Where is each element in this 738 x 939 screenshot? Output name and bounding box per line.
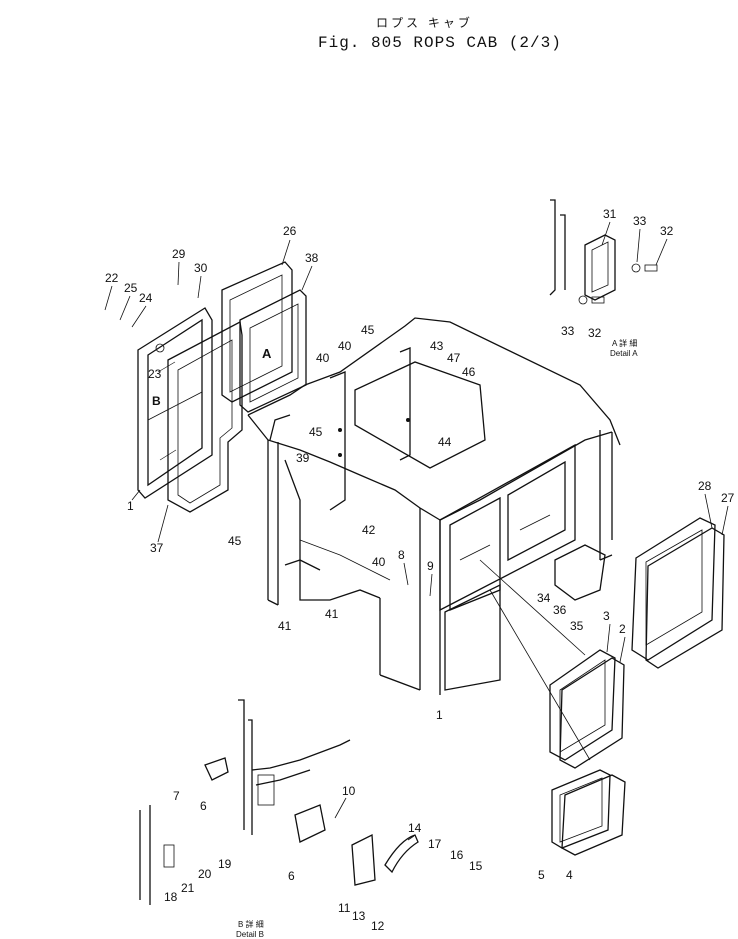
callout-39: 39 (296, 451, 310, 465)
callout-27: 27 (721, 491, 735, 505)
detail-a-label-jp: A 詳 細 (612, 338, 637, 348)
callout-40: 40 (316, 351, 330, 365)
callout-15: 15 (469, 859, 483, 873)
callout-33: 33 (633, 214, 647, 228)
callout-40: 40 (372, 555, 386, 569)
callout-45: 45 (309, 425, 323, 439)
bracket-34 (554, 544, 606, 601)
callout-35: 35 (570, 619, 584, 633)
callout-26: 26 (283, 224, 297, 238)
callout-10: 10 (342, 784, 356, 798)
bracket-43 (399, 347, 411, 461)
callout-33: 33 (561, 324, 575, 338)
callout-1: 1 (436, 708, 443, 722)
callout-13: 13 (352, 909, 366, 923)
callout-18: 18 (164, 890, 178, 904)
callout-34: 34 (537, 591, 551, 605)
bracket-40 (329, 371, 346, 511)
callout-29: 29 (172, 247, 186, 261)
callout-32: 32 (588, 326, 602, 340)
callout-19: 19 (218, 857, 232, 871)
figure-title: Fig. 805 ROPS CAB (2/3) (318, 34, 562, 52)
front-window-26 (221, 261, 293, 403)
callout-24: 24 (139, 291, 153, 305)
window-seal-4 (561, 774, 626, 856)
window-glass-5 (551, 769, 611, 849)
detail-b-label-en: Detail B (236, 930, 264, 939)
callout-6: 6 (200, 799, 207, 813)
callout-22: 22 (105, 271, 119, 285)
callout-numbers: 1 1 2 3 4 5 6 6 7 8 9 10 11 12 13 14 15 … (105, 207, 735, 933)
title-japanese: ロプス キャブ (376, 16, 473, 30)
callout-25: 25 (124, 281, 138, 295)
callout-17: 17 (428, 837, 442, 851)
callout-42: 42 (362, 523, 376, 537)
callout-30: 30 (194, 261, 208, 275)
door-seal-37 (167, 320, 243, 513)
callout-7: 7 (173, 789, 180, 803)
callout-40: 40 (338, 339, 352, 353)
detail-b-assembly (139, 699, 419, 905)
callout-3: 3 (603, 609, 610, 623)
callout-8: 8 (398, 548, 405, 562)
callout-31: 31 (603, 207, 617, 221)
callout-41: 41 (325, 607, 339, 621)
callout-46: 46 (462, 365, 476, 379)
callout-9: 9 (427, 559, 434, 573)
callout-leaders (104, 221, 729, 841)
callout-28: 28 (698, 479, 712, 493)
callout-45: 45 (361, 323, 375, 337)
door-panel-left (137, 307, 213, 499)
callout-41: 41 (278, 619, 292, 633)
callout-4: 4 (566, 868, 573, 882)
callout-44: 44 (438, 435, 452, 449)
detail-b-label-jp: B 詳 細 (238, 919, 264, 929)
detail-a-assembly (549, 199, 658, 305)
window-seal-2 (559, 657, 625, 769)
callout-12: 12 (371, 919, 385, 933)
callout-23: 23 (148, 367, 162, 381)
window-glass-3 (549, 649, 616, 761)
callout-38: 38 (305, 251, 319, 265)
callout-20: 20 (198, 867, 212, 881)
callout-45: 45 (228, 534, 242, 548)
callout-21: 21 (181, 881, 195, 895)
window-frame-38 (239, 289, 307, 413)
callout-37: 37 (150, 541, 164, 555)
callout-2: 2 (619, 622, 626, 636)
callout-1: 1 (127, 499, 134, 513)
callout-11: 11 (338, 901, 351, 915)
callout-32: 32 (660, 224, 674, 238)
callout-16: 16 (450, 848, 464, 862)
cab-body (247, 317, 621, 695)
callout-47: 47 (447, 351, 461, 365)
view-marker-a: A (262, 346, 272, 361)
callout-14: 14 (408, 821, 422, 835)
side-window-28 (631, 517, 716, 661)
callout-43: 43 (430, 339, 444, 353)
view-marker-b: B (152, 394, 161, 408)
callout-6: 6 (288, 869, 295, 883)
callout-5: 5 (538, 868, 545, 882)
callout-36: 36 (553, 603, 567, 617)
detail-a-label-en: Detail A (610, 349, 638, 358)
